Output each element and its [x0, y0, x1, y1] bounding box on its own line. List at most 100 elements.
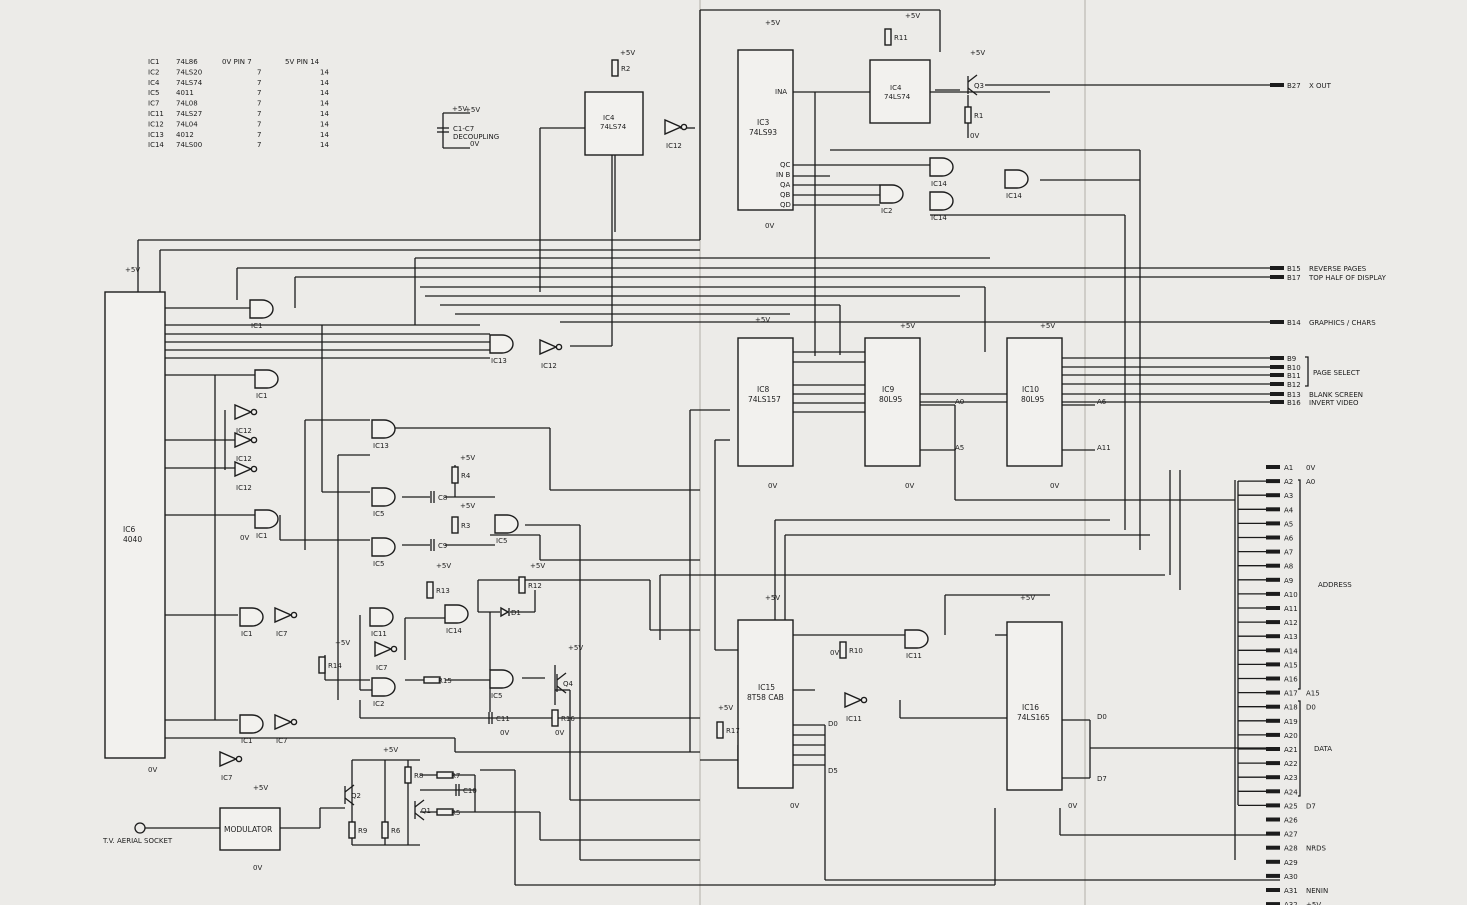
bus-pin-label: A0: [1306, 478, 1315, 486]
plus5v-mark: +5V: [900, 322, 915, 330]
gate-label: IC5: [491, 692, 502, 700]
zero-volt-mark: 0V: [148, 766, 157, 774]
svg-text:IN B: IN B: [776, 171, 791, 179]
ic-table-ov: 7: [257, 120, 261, 128]
ic9-chip: IC9 80L95: [864, 337, 921, 467]
bus-pin: [1266, 789, 1280, 794]
bus-pin: [1266, 732, 1280, 737]
svg-text:QA: QA: [780, 181, 791, 189]
bus-pin-name: A23: [1284, 774, 1298, 782]
ic-table-ov: 7: [257, 68, 261, 76]
resistor: [381, 821, 389, 839]
gate-label: IC7: [276, 737, 287, 745]
ic-table-5v: 14: [320, 141, 329, 149]
logic-gate: [254, 369, 279, 389]
component-label: C10: [463, 787, 477, 795]
svg-text:IC16: IC16: [1022, 703, 1039, 712]
plus5v-mark: +5V: [436, 562, 451, 570]
resistor: [611, 59, 619, 77]
passive-components: R1R2R3R4R5R6R7R8R9R10R11R12R13R14R15R16R…: [318, 28, 984, 839]
bus-pin-name: A25: [1284, 802, 1298, 810]
gate-label: IC2: [373, 700, 384, 708]
decoupling-label2: DECOUPLING: [453, 133, 499, 141]
bus-pin-label: D0: [1306, 704, 1316, 712]
bus-pin: [1266, 521, 1280, 526]
bus-pin-name: A6: [1284, 535, 1294, 543]
gate-label: IC12: [666, 142, 682, 150]
decoupling-minus: 0V: [470, 140, 479, 148]
bus-pin: [1270, 356, 1284, 360]
gate-label: IC14: [446, 627, 462, 635]
ic10-chip: IC10 80L95: [1006, 337, 1063, 467]
ic-table-ic: IC1: [148, 58, 159, 66]
bus-pin: [1266, 845, 1280, 850]
data-label: DATA: [1314, 745, 1332, 753]
ic6-chip: IC6 4040: [104, 291, 166, 759]
component-label: R12: [528, 582, 542, 590]
ic-table-type: 74LS27: [176, 110, 202, 118]
ic-table-ov: 7: [257, 131, 261, 139]
logic-gate: [494, 514, 519, 534]
bus-pin-label: TOP HALF OF DISPLAY: [1308, 274, 1387, 282]
svg-text:MODULATOR: MODULATOR: [224, 825, 272, 834]
gate-label: IC5: [373, 560, 384, 568]
ic-table-5v: 14: [320, 68, 329, 76]
inverter-bubble: [250, 408, 258, 416]
plus5v-mark: +5V: [568, 644, 583, 652]
gate-label: IC11: [846, 715, 862, 723]
component-label: R10: [849, 647, 863, 655]
ic-table-5v: 14: [320, 89, 329, 97]
bus-pin: [1266, 662, 1280, 667]
bus-pin-name: B17: [1287, 274, 1301, 282]
gate-label: IC13: [491, 357, 507, 365]
wiring: [137, 9, 1280, 886]
bus-pin-name: A12: [1284, 619, 1298, 627]
bus-pin-name: A14: [1284, 647, 1298, 655]
bus-pin: [1266, 902, 1280, 905]
bus-pin-name: A7: [1284, 549, 1293, 557]
bus-pin-label: +5V: [1306, 901, 1321, 905]
zero-volt-mark: 0V: [555, 729, 564, 737]
bus-pin: [1266, 479, 1280, 484]
ic-table-type: 74L04: [176, 120, 198, 128]
ic-table-type: 4011: [176, 89, 194, 97]
inverter-gate: [274, 713, 293, 731]
bus-pin-label: D7: [1306, 802, 1316, 810]
bus-pin: [1266, 873, 1280, 878]
logic-gate: [444, 604, 469, 624]
page-select-label: PAGE SELECT: [1313, 369, 1361, 377]
ic16-chip: IC16 74LS165: [1006, 621, 1063, 791]
ic-table-ic: IC11: [148, 110, 164, 118]
decoupling-label: C1-C7: [453, 125, 474, 133]
ic-table-5v: 14: [320, 131, 329, 139]
bus-pin-name: B27: [1287, 82, 1301, 90]
address-label: ADDRESS: [1318, 581, 1352, 589]
resistor: [451, 516, 459, 534]
bus-pin-name: B15: [1287, 265, 1301, 273]
resistor: [518, 576, 526, 594]
plus5v-mark: +5V: [755, 316, 770, 324]
ic-table-ic: IC13: [148, 131, 164, 139]
ic-table-type: 74L08: [176, 100, 198, 108]
resistor: [318, 656, 326, 674]
decoupling-plus: +5V: [452, 105, 467, 113]
bus-pin: [1266, 761, 1280, 766]
bus-pin: [1270, 392, 1284, 396]
svg-text:INA: INA: [775, 88, 787, 96]
ic-table-5v: 14: [320, 79, 329, 87]
bus-pin-name: A31: [1284, 887, 1298, 895]
bus-pin-label: INVERT VIDEO: [1309, 399, 1359, 407]
zero-volt-mark: 0V: [790, 802, 799, 810]
plus5v-mark: +5V: [253, 784, 268, 792]
plus5v-mark: +5V: [460, 454, 475, 462]
svg-text:A5: A5: [955, 444, 964, 452]
svg-text:A6: A6: [1097, 398, 1107, 406]
bus-pin-name: B11: [1287, 372, 1301, 380]
bus-pin-name: A32: [1284, 901, 1298, 905]
component-label: R8: [414, 772, 423, 780]
bus-pin: [1266, 690, 1280, 695]
bus-pin-name: B12: [1287, 381, 1301, 389]
svg-text:QC: QC: [780, 161, 791, 169]
